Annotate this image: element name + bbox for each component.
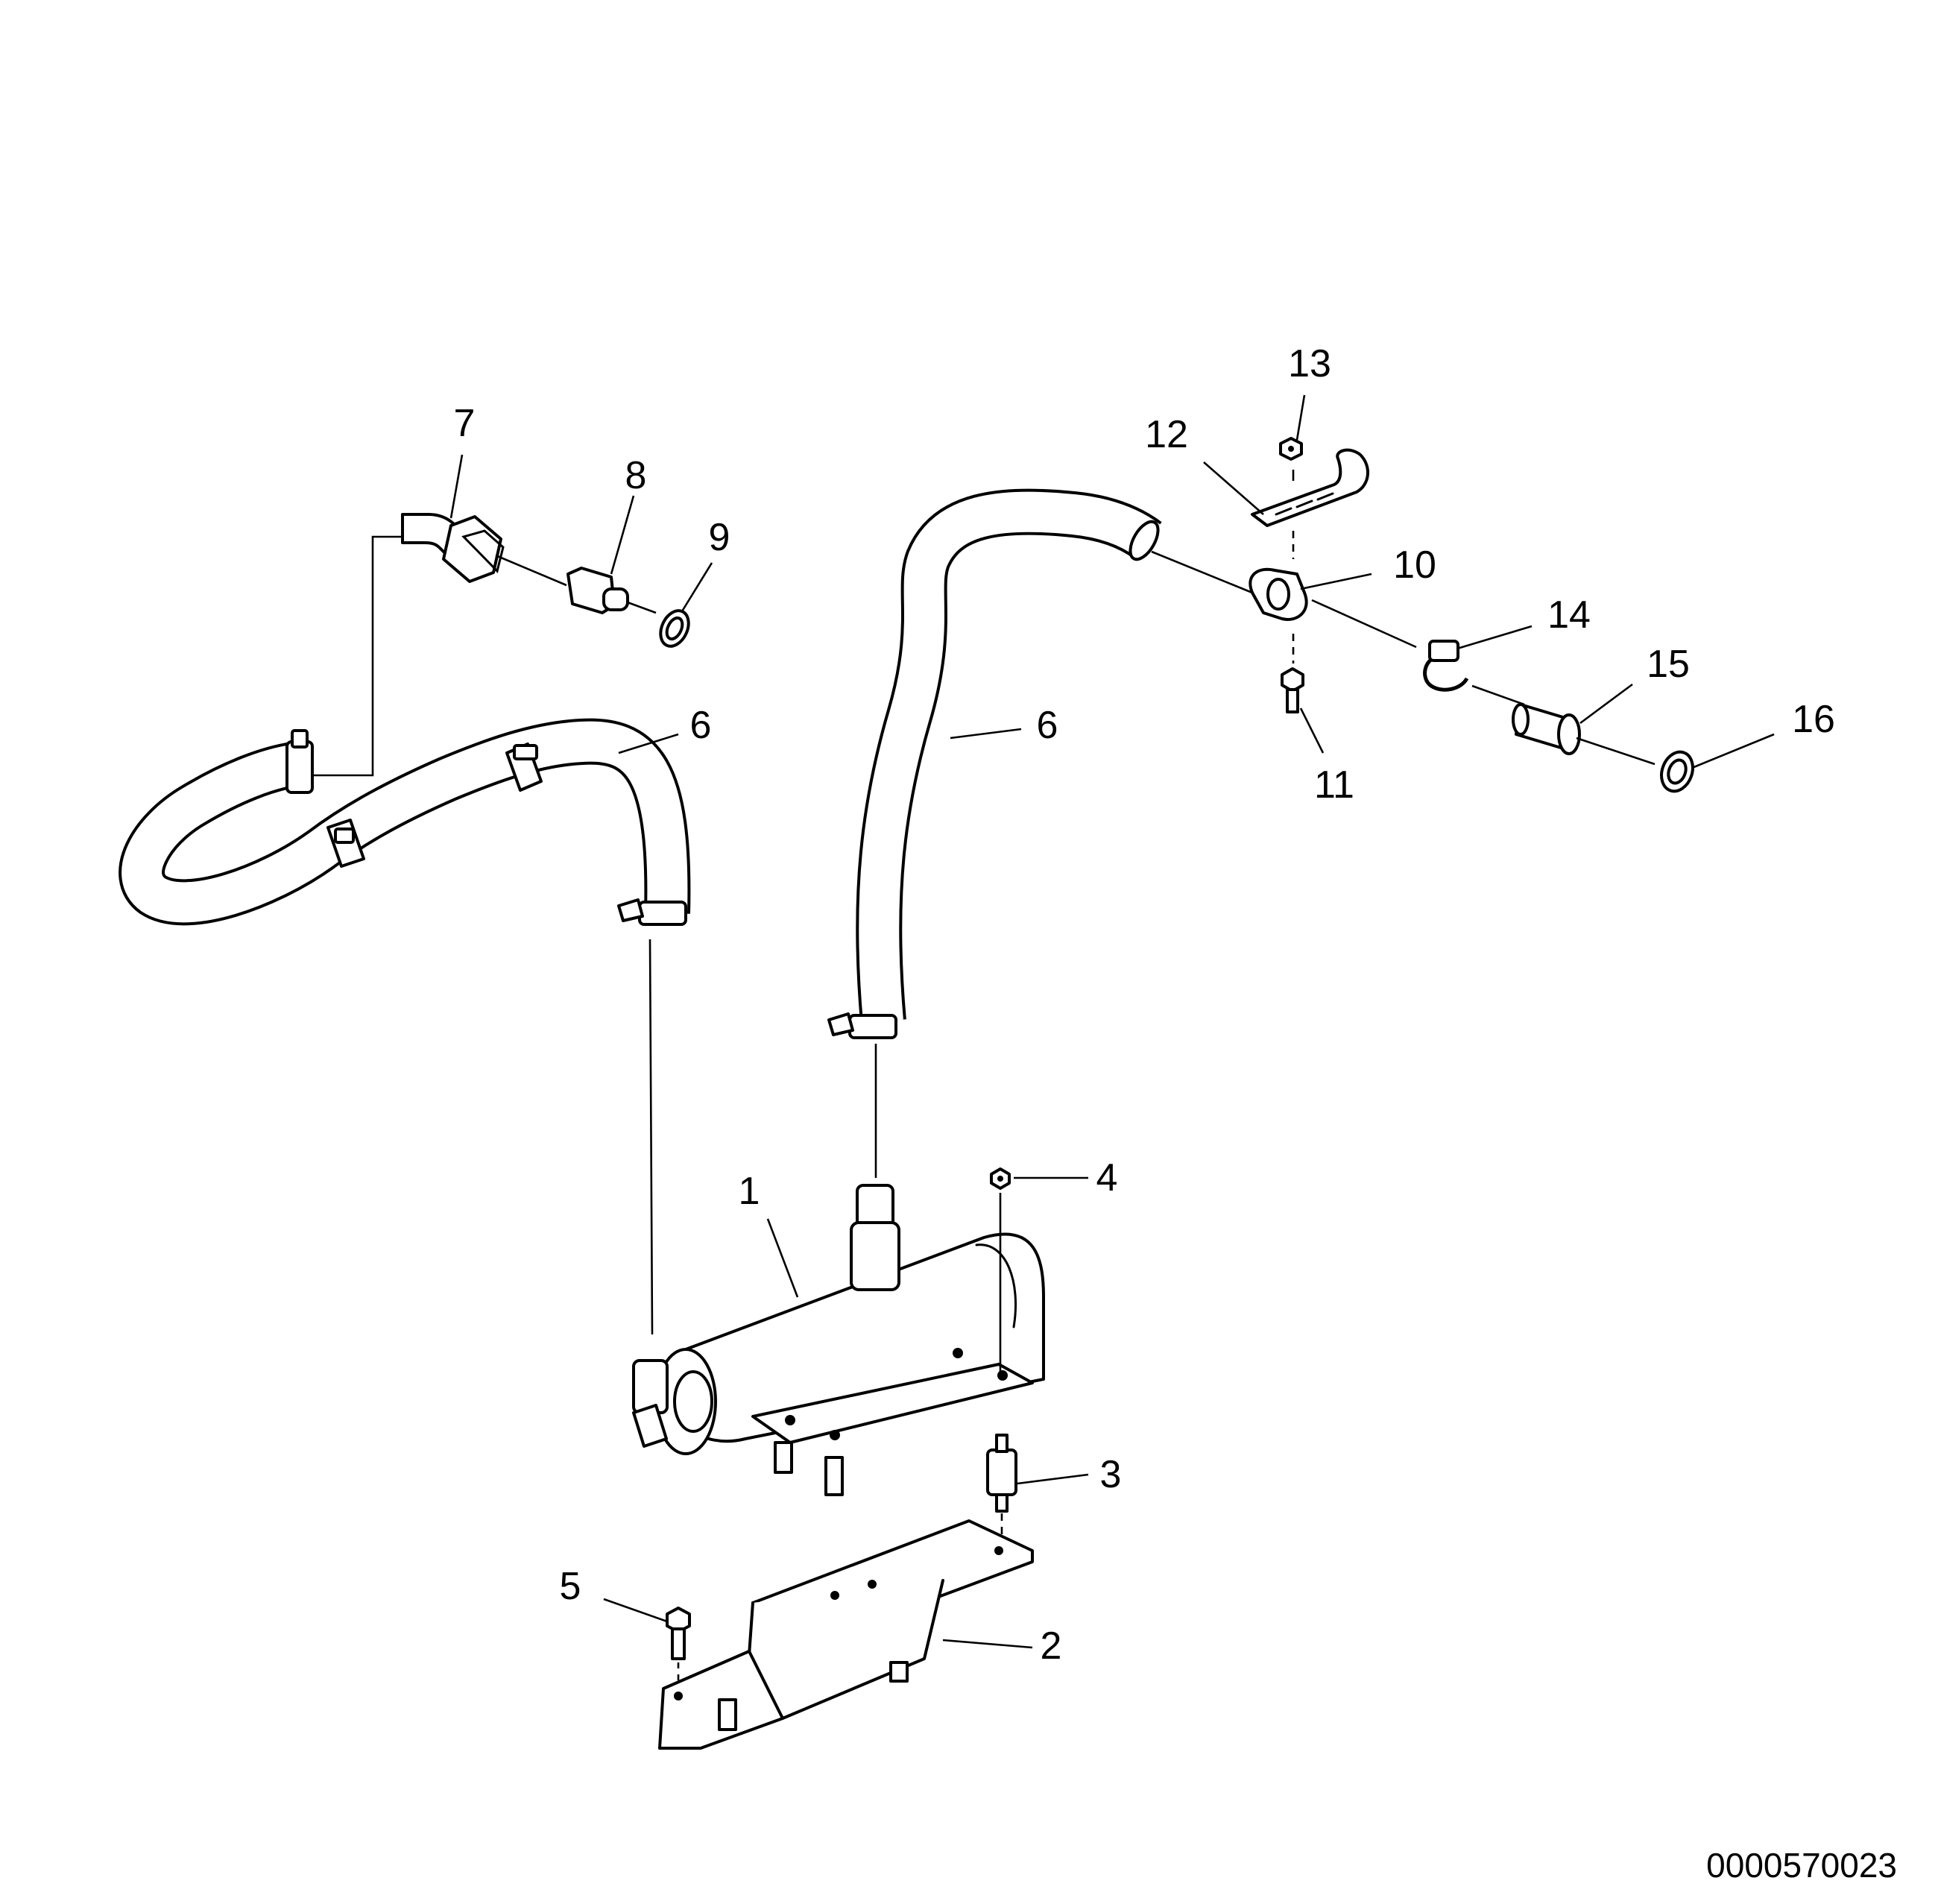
callout-11: 11 bbox=[1314, 763, 1354, 807]
callout-4: 4 bbox=[1096, 1156, 1118, 1200]
callout-14: 14 bbox=[1547, 593, 1591, 637]
callout-5: 5 bbox=[560, 1565, 581, 1608]
callout-6-right: 6 bbox=[1037, 704, 1058, 747]
callout-6-left: 6 bbox=[690, 704, 712, 747]
rubber-mount bbox=[986, 1434, 1017, 1513]
support-bracket bbox=[658, 1519, 1034, 1750]
hose-clamp bbox=[505, 743, 543, 792]
right-hose bbox=[827, 488, 1253, 1039]
callout-12: 12 bbox=[1145, 413, 1188, 456]
mount-nut bbox=[990, 1167, 1011, 1190]
p-clamp bbox=[1249, 567, 1308, 621]
mounting-bracket bbox=[1251, 448, 1370, 527]
callout-2: 2 bbox=[1041, 1624, 1062, 1668]
hose-clamp bbox=[827, 1012, 897, 1039]
bolt bbox=[1281, 667, 1304, 713]
sealing-washer bbox=[1660, 750, 1694, 793]
callout-leaders bbox=[449, 394, 1775, 1649]
hose-clamp bbox=[617, 898, 687, 926]
callout-15: 15 bbox=[1647, 643, 1690, 686]
left-hose bbox=[119, 535, 691, 926]
callout-3: 3 bbox=[1100, 1453, 1122, 1496]
elbow-fitting bbox=[401, 513, 505, 583]
o-ring-seal bbox=[659, 609, 690, 648]
hose-clip bbox=[1423, 640, 1469, 692]
hose-clamp bbox=[285, 729, 314, 794]
heater-unit bbox=[632, 939, 1045, 1496]
callout-16: 16 bbox=[1792, 698, 1835, 741]
callout-1: 1 bbox=[739, 1170, 760, 1213]
hex-bolt bbox=[666, 1607, 691, 1660]
callout-10: 10 bbox=[1393, 543, 1436, 587]
callout-8: 8 bbox=[625, 454, 647, 497]
callout-7: 7 bbox=[454, 402, 476, 445]
hex-nut bbox=[1279, 437, 1303, 461]
callout-13: 13 bbox=[1288, 342, 1331, 385]
drawing-number: 0000570023 bbox=[1706, 1846, 1897, 1885]
hose-barb-fitting bbox=[1512, 703, 1581, 755]
callout-9: 9 bbox=[709, 516, 730, 559]
adapter-fitting bbox=[566, 567, 629, 614]
hose-clamp bbox=[326, 819, 365, 868]
